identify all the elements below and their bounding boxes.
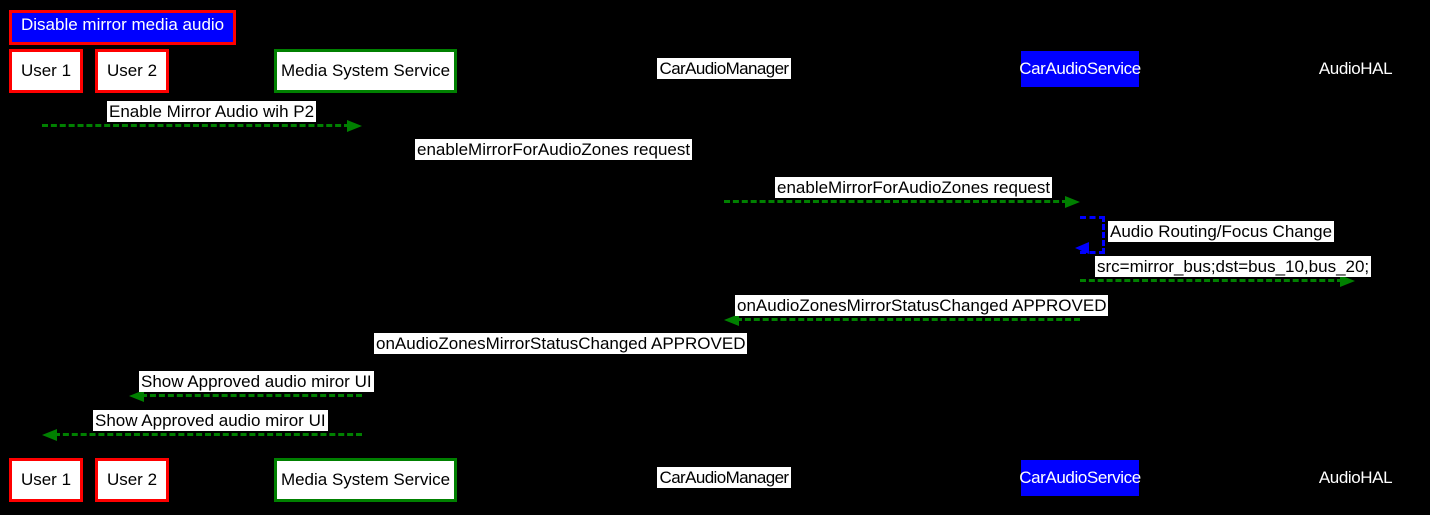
message-arrowhead-right xyxy=(1065,196,1080,208)
message-label: src=mirror_bus;dst=bus_10,bus_20; xyxy=(1095,256,1372,277)
self-message-arrowhead-left xyxy=(1075,242,1089,254)
message-arrow-line xyxy=(42,124,350,127)
message-label: onAudioZonesMirrorStatusChanged APPROVED xyxy=(374,333,748,354)
participant-user2-bottom: User 2 xyxy=(95,458,169,502)
participant-hal-top: AudioHAL xyxy=(1318,58,1393,78)
participant-user2-top: User 2 xyxy=(95,49,169,93)
message-arrowhead-right xyxy=(709,158,724,170)
self-message-loop xyxy=(1080,216,1105,254)
message-arrowhead-left xyxy=(129,390,144,402)
self-message-label: Audio Routing/Focus Change xyxy=(1108,221,1335,242)
message-arrow-line xyxy=(1080,279,1343,282)
message-arrow-line xyxy=(736,318,1080,321)
message-arrow-line xyxy=(54,433,362,436)
message-label: enableMirrorForAudioZones request xyxy=(415,139,693,160)
diagram-title: Disable mirror media audio xyxy=(9,10,237,45)
message-label: Show Approved audio miror UI xyxy=(139,371,374,392)
participant-mss-top: Media System Service xyxy=(274,49,457,93)
message-arrowhead-right xyxy=(347,120,362,132)
message-label: Show Approved audio miror UI xyxy=(93,410,328,431)
message-arrowhead-right xyxy=(1340,275,1355,287)
message-label: onAudioZonesMirrorStatusChanged APPROVED xyxy=(735,295,1109,316)
message-label: Enable Mirror Audio wih P2 xyxy=(107,101,317,122)
message-arrow-line xyxy=(724,200,1068,203)
message-arrow-line xyxy=(362,162,712,165)
message-arrowhead-left xyxy=(724,314,739,326)
message-arrow-line xyxy=(374,356,724,359)
participant-hal-bottom: AudioHAL xyxy=(1318,467,1393,487)
participant-user1-bottom: User 1 xyxy=(9,458,83,502)
participant-user1-top: User 1 xyxy=(9,49,83,93)
message-arrow-line xyxy=(141,394,362,397)
message-label: enableMirrorForAudioZones request xyxy=(775,177,1053,198)
participant-cam-top: CarAudioManager xyxy=(657,58,791,79)
message-arrowhead-left xyxy=(42,429,57,441)
participant-mss-bottom: Media System Service xyxy=(274,458,457,502)
participant-cam-bottom: CarAudioManager xyxy=(657,467,791,488)
participant-cas-bottom: CarAudioService xyxy=(1019,460,1141,496)
message-arrowhead-left xyxy=(362,352,377,364)
participant-cas-top: CarAudioService xyxy=(1019,51,1141,87)
